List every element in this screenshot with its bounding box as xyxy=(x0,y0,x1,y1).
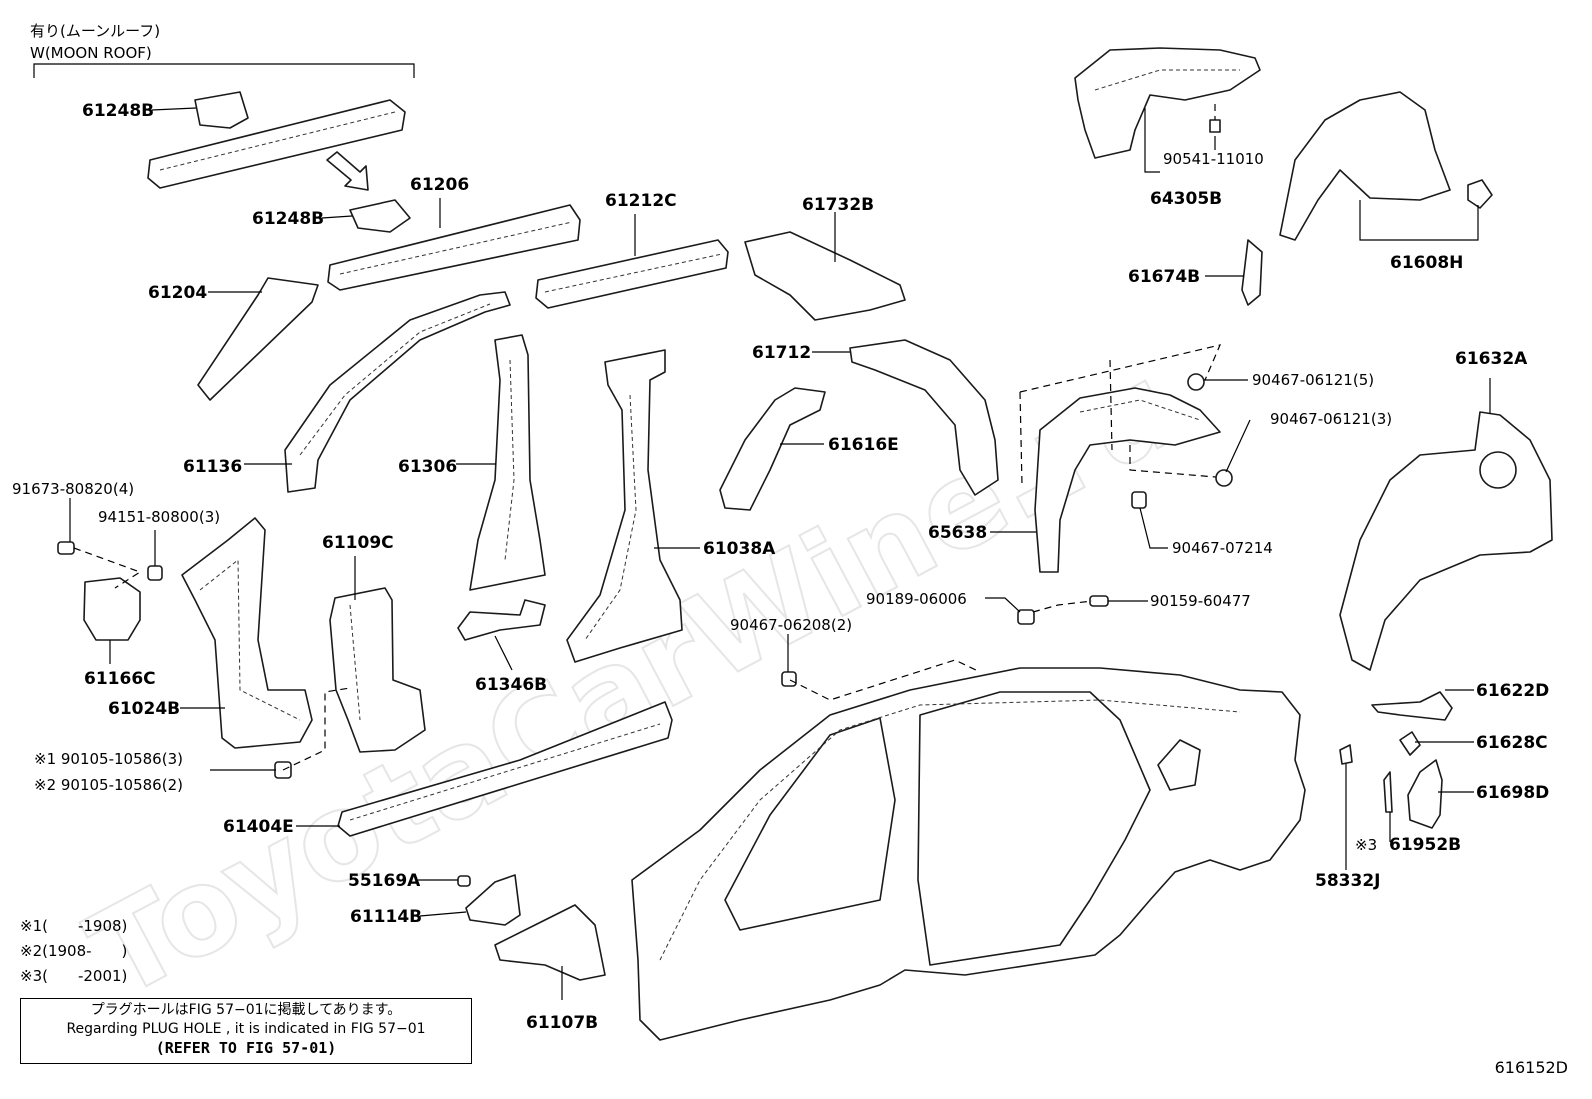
legend-line-3: ※3( -2001) xyxy=(20,967,128,985)
label-64305b: 64305B xyxy=(1150,189,1222,209)
note-en: Regarding PLUG HOLE , it is indicated in… xyxy=(66,1021,426,1037)
label-61712: 61712 xyxy=(752,343,811,363)
label-61952b: 61952B xyxy=(1389,835,1461,855)
dash-90189 xyxy=(1032,600,1093,613)
part-61346b-shape xyxy=(457,599,546,641)
label-61346b: 61346B xyxy=(475,675,547,695)
part-61024b-shape xyxy=(181,517,313,749)
legend-line-2: ※2(1908- ) xyxy=(20,942,128,960)
part-61404e-shape xyxy=(337,701,673,837)
label-90189: 90189-06006 xyxy=(866,590,967,608)
label-58332j: 58332J xyxy=(1315,871,1380,891)
label-91673: 91673-80820(4) xyxy=(12,480,134,498)
legend-line-1: ※1( -1908) xyxy=(20,917,128,935)
label-61166c: 61166C xyxy=(84,669,156,689)
mark-61952b: ※3 xyxy=(1355,836,1377,854)
part-61622d-shape xyxy=(1371,691,1453,721)
label-61404e: 61404E xyxy=(223,817,294,837)
label-61674b: 61674B xyxy=(1128,267,1200,287)
part-61248b-upper-shape xyxy=(147,91,406,189)
part-61732b-shape xyxy=(744,231,906,321)
part-65638-shape xyxy=(1034,387,1221,573)
dash-61166c xyxy=(73,547,142,589)
part-61616e-shape xyxy=(719,387,826,511)
label-61136: 61136 xyxy=(183,457,242,477)
leader-lines xyxy=(69,107,1491,1000)
label-61024b: 61024B xyxy=(108,699,180,719)
plug-hole-note: プラグホールはFIG 57−01に掲載してあります。 Regarding PLU… xyxy=(20,998,472,1064)
label-61616e: 61616E xyxy=(828,435,899,455)
label-61114b: 61114B xyxy=(350,907,422,927)
label-90467-06208: 90467-06208(2) xyxy=(730,616,852,634)
part-58332j-shape xyxy=(1339,744,1353,765)
part-61712-shape xyxy=(849,339,999,496)
label-61206: 61206 xyxy=(410,175,469,195)
label-61204: 61204 xyxy=(148,283,207,303)
label-90159: 90159-60477 xyxy=(1150,592,1251,610)
label-65638: 65638 xyxy=(928,523,987,543)
label-90467-5: 90467-06121(5) xyxy=(1252,371,1374,389)
label-90541: 90541-11010 xyxy=(1163,150,1264,168)
label-61306: 61306 xyxy=(398,457,457,477)
label-90105-2: ※2 90105-10586(2) xyxy=(34,776,183,794)
moon-roof-bracket xyxy=(33,63,415,78)
part-61306-shape xyxy=(469,334,546,591)
part-61674b-shape xyxy=(1241,239,1263,306)
moon-roof-header-en: W(MOON ROOF) xyxy=(30,44,152,62)
part-61608h-shape xyxy=(1279,91,1493,241)
label-61732b: 61732B xyxy=(802,195,874,215)
label-61698d: 61698D xyxy=(1476,783,1549,803)
part-61204-shape xyxy=(197,277,319,401)
label-61248b-lower: 61248B xyxy=(252,209,324,229)
moon-roof-header: 有り(ムーンルーフ) W(MOON ROOF) xyxy=(30,20,160,64)
part-61632a-shape xyxy=(1339,411,1553,671)
liner-dash-guides xyxy=(1019,344,1229,486)
label-90105-1: ※1 90105-10586(3) xyxy=(34,750,183,768)
part-61114b-shape xyxy=(465,874,521,926)
label-55169a: 55169A xyxy=(348,871,421,891)
label-94151: 94151-80800(3) xyxy=(98,508,220,526)
label-90467-3: 90467-06121(3) xyxy=(1270,410,1392,428)
label-61107b: 61107B xyxy=(526,1013,598,1033)
label-61608h: 61608H xyxy=(1390,253,1463,273)
part-64305b-shape xyxy=(1074,47,1261,159)
fastener-shapes xyxy=(57,119,1233,887)
figure-id: 616152D xyxy=(1494,1058,1568,1077)
part-61248b-lower-shape xyxy=(349,199,411,233)
moon-roof-header-jp: 有り(ムーンルーフ) xyxy=(30,22,161,40)
part-61109c-shape xyxy=(329,587,426,753)
date-legend: ※1( -1908) ※2(1908- ) ※3( -2001) xyxy=(20,914,127,989)
label-61628c: 61628C xyxy=(1476,733,1548,753)
direction-arrow-icon xyxy=(326,151,369,191)
dash-90467-06208 xyxy=(789,659,981,701)
label-61248b-upper: 61248B xyxy=(82,101,154,121)
part-61107b-shape xyxy=(494,904,606,981)
note-ref[interactable]: (REFER TO FIG 57-01) xyxy=(155,1039,337,1057)
part-61628c-shape xyxy=(1399,731,1421,756)
part-61206-shape xyxy=(327,204,581,291)
part-61166c-shape xyxy=(83,577,141,641)
part-61038a-shape xyxy=(566,349,683,663)
part-61698d-shape xyxy=(1407,759,1443,829)
label-61212c: 61212C xyxy=(605,191,677,211)
dash-90105 xyxy=(282,687,351,771)
label-90467-07214: 90467-07214 xyxy=(1172,539,1273,557)
part-61136-shape xyxy=(284,291,511,493)
part-61212c-shape xyxy=(535,239,729,309)
label-61038a: 61038A xyxy=(703,539,776,559)
body-side-panel-shape xyxy=(631,667,1306,1041)
label-61632a: 61632A xyxy=(1455,349,1528,369)
label-61622d: 61622D xyxy=(1476,681,1549,701)
part-61952b-shape xyxy=(1383,771,1393,813)
note-jp: プラグホールはFIG 57−01に掲載してあります。 xyxy=(90,1002,402,1018)
label-61109c: 61109C xyxy=(322,533,394,553)
